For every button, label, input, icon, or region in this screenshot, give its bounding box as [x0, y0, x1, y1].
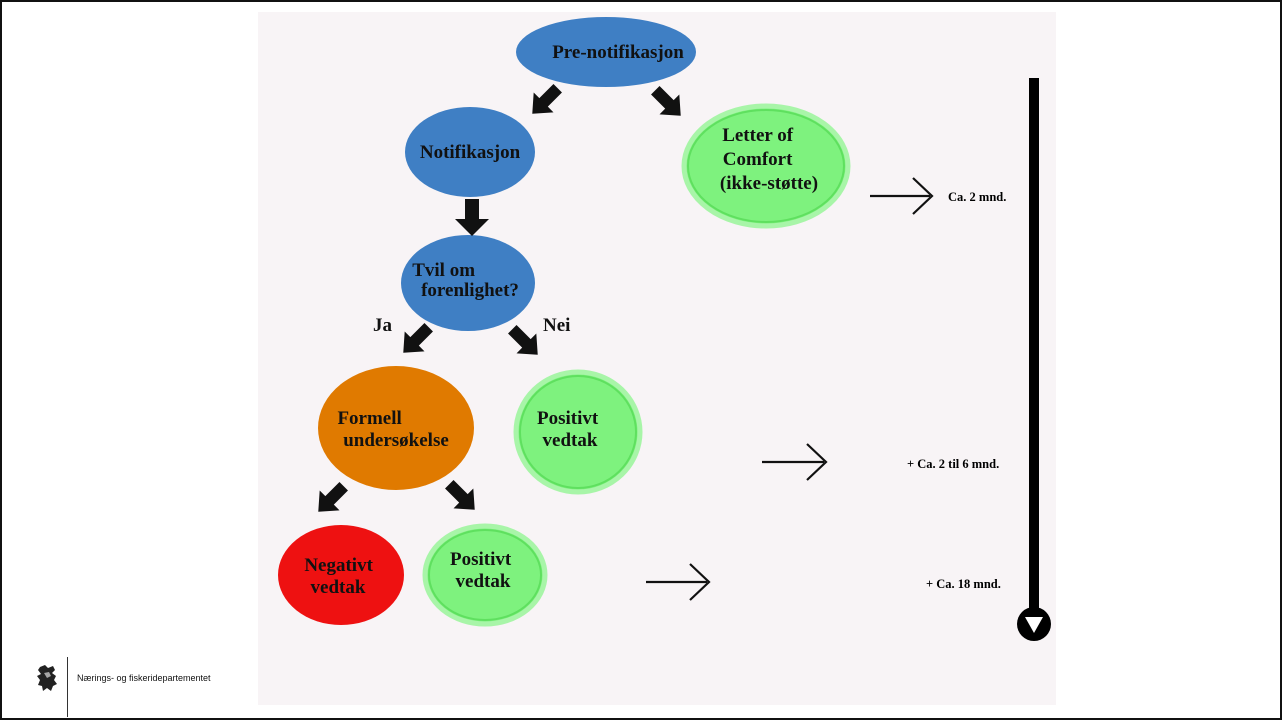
timeline-arrow-3	[646, 563, 711, 601]
node-tvil-label-line1: Tvil om	[412, 260, 475, 281]
svg-text:Negativt vedtak: Negativt vedtak	[304, 555, 377, 598]
node-letter-label-line1: Letter of	[722, 125, 794, 146]
node-formell-label-line1: Formell	[337, 408, 401, 429]
svg-text:Positivt vedtak: Positivt vedtak	[537, 408, 603, 451]
svg-text:Letter of Comfort: Letter of Comfort (ikke-støtte)	[720, 125, 818, 194]
node-letter-label-line3: (ikke-støtte)	[720, 173, 818, 194]
timeline-arrow-2	[762, 443, 828, 481]
timeline-label-2: + Ca. 2 til 6 mnd.	[907, 457, 999, 471]
branch-label-nei: Nei	[543, 315, 570, 336]
node-formell-undersokelse: Formell undersøkelse	[318, 366, 474, 490]
timeline-arrow-1	[870, 177, 934, 215]
node-positivt2-label-line2: vedtak	[456, 571, 511, 592]
node-letter-label-line2: Comfort	[723, 149, 793, 170]
flow-arrow-formell-to-positivt	[445, 480, 475, 510]
node-negativt-vedtak: Negativt vedtak	[278, 525, 404, 625]
node-tvil-om-forenlighet: Tvil om forenlighet?	[401, 235, 535, 331]
footer-divider	[67, 657, 68, 717]
timeline-label-1: Ca. 2 mnd.	[948, 190, 1006, 204]
node-notifikasjon-label: Notifikasjon	[420, 142, 521, 163]
flow-arrow-formell-to-negativt	[318, 482, 348, 512]
node-positivt1-label-line1: Positivt	[537, 408, 599, 429]
branch-label-ja: Ja	[373, 315, 393, 336]
flow-arrow-pre-to-letter	[651, 86, 681, 116]
lion-crest-icon	[37, 665, 57, 691]
node-positivt2-label-line1: Positivt	[450, 549, 512, 570]
node-formell-label-line2: undersøkelse	[343, 430, 449, 451]
flow-arrow-tvil-to-positivt	[508, 325, 538, 355]
footer: Nærings- og fiskeridepartementet	[36, 655, 276, 717]
node-positivt-vedtak-1: Positivt vedtak	[513, 369, 643, 495]
timeline-bar	[1029, 78, 1039, 608]
timeline-label-3: + Ca. 18 mnd.	[926, 577, 1001, 591]
svg-text:Formell undersøkelse: Formell undersøkelse	[337, 408, 448, 451]
department-name: Nærings- og fiskeridepartementet	[77, 673, 211, 683]
node-prenotifikasjon: Pre-notifikasjon	[516, 17, 696, 87]
node-notifikasjon: Notifikasjon	[405, 107, 535, 197]
node-negativt-label-line1: Negativt	[304, 555, 373, 576]
svg-text:Positivt vedtak: Positivt vedtak	[450, 549, 516, 592]
node-letter-of-comfort: Letter of Comfort (ikke-støtte)	[681, 103, 851, 229]
node-positivt1-label-line2: vedtak	[543, 430, 598, 451]
svg-text:Notifikasjon: Notifikasjon	[420, 142, 521, 163]
svg-text:Tvil om forenlighet?: Tvil om forenlighet?	[412, 260, 519, 301]
node-negativt-label-line2: vedtak	[311, 577, 366, 598]
flow-arrow-notifikasjon-to-tvil	[455, 199, 489, 236]
node-tvil-label-line2: forenlighet?	[421, 280, 519, 301]
node-prenotifikasjon-label: Pre-notifikasjon	[552, 42, 684, 63]
flow-arrow-pre-to-notifikasjon	[532, 84, 562, 114]
node-positivt-vedtak-2: Positivt vedtak	[422, 523, 548, 627]
flow-arrow-tvil-to-formell	[403, 323, 433, 353]
svg-text:Pre-notifikasjon: Pre-notifikasjon	[552, 42, 684, 63]
timeline-end-icon	[1017, 607, 1051, 641]
